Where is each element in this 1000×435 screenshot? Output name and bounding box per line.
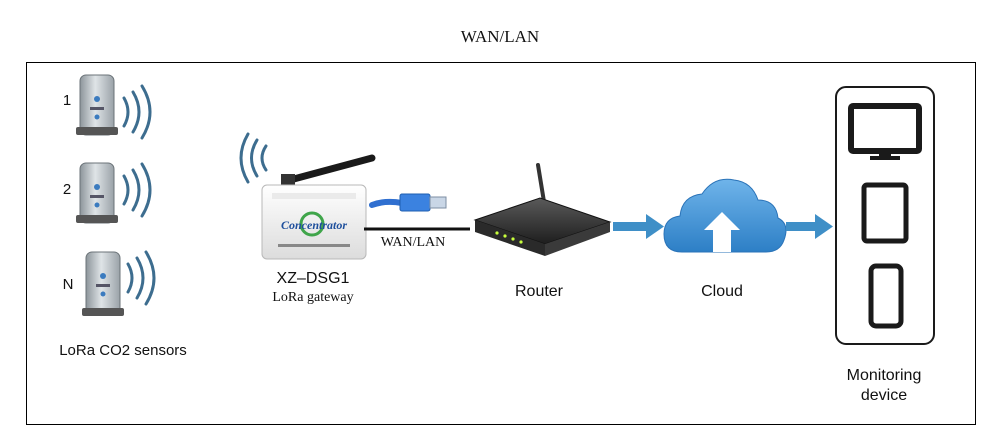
sensor-label-n: N [63, 276, 74, 293]
sensors-caption: LoRa CO2 sensors [59, 342, 187, 359]
ethernet-cable-icon [369, 193, 447, 212]
monitor-icon [848, 103, 922, 160]
wifi-signal-icon [122, 162, 152, 218]
gateway-subtitle: LoRa gateway [272, 290, 353, 305]
sensor-n [82, 251, 124, 316]
wifi-signal-icon [126, 250, 156, 306]
link-label: WAN/LAN [381, 235, 446, 250]
gateway-model: XZ–DSG1 [277, 270, 350, 287]
gateway-brand-text: Concentrator [281, 218, 347, 232]
wifi-signal-icon [122, 84, 152, 140]
monitoring-label-line2: device [861, 387, 907, 404]
monitoring-label-line1: Monitoring [847, 367, 922, 384]
sensor-label-1: 1 [63, 92, 71, 109]
tablet-icon [861, 182, 909, 244]
sensor-1 [76, 74, 118, 136]
gateway-device [261, 154, 376, 260]
smartphone-icon [868, 263, 904, 329]
cloud-upload-icon [663, 178, 787, 253]
router-label: Router [515, 283, 564, 300]
arrow-cloud-to-monitoring [786, 214, 833, 239]
sensor-label-2: 2 [63, 181, 71, 198]
sensor-2 [76, 162, 118, 224]
arrow-router-to-cloud [613, 214, 664, 239]
cloud-label: Cloud [701, 283, 743, 300]
wifi-signal-icon [239, 132, 268, 184]
router-icon [473, 163, 612, 256]
monitoring-device-panel [835, 86, 935, 345]
diagram-title: WAN/LAN [460, 27, 540, 46]
diagram-frame [26, 62, 976, 425]
